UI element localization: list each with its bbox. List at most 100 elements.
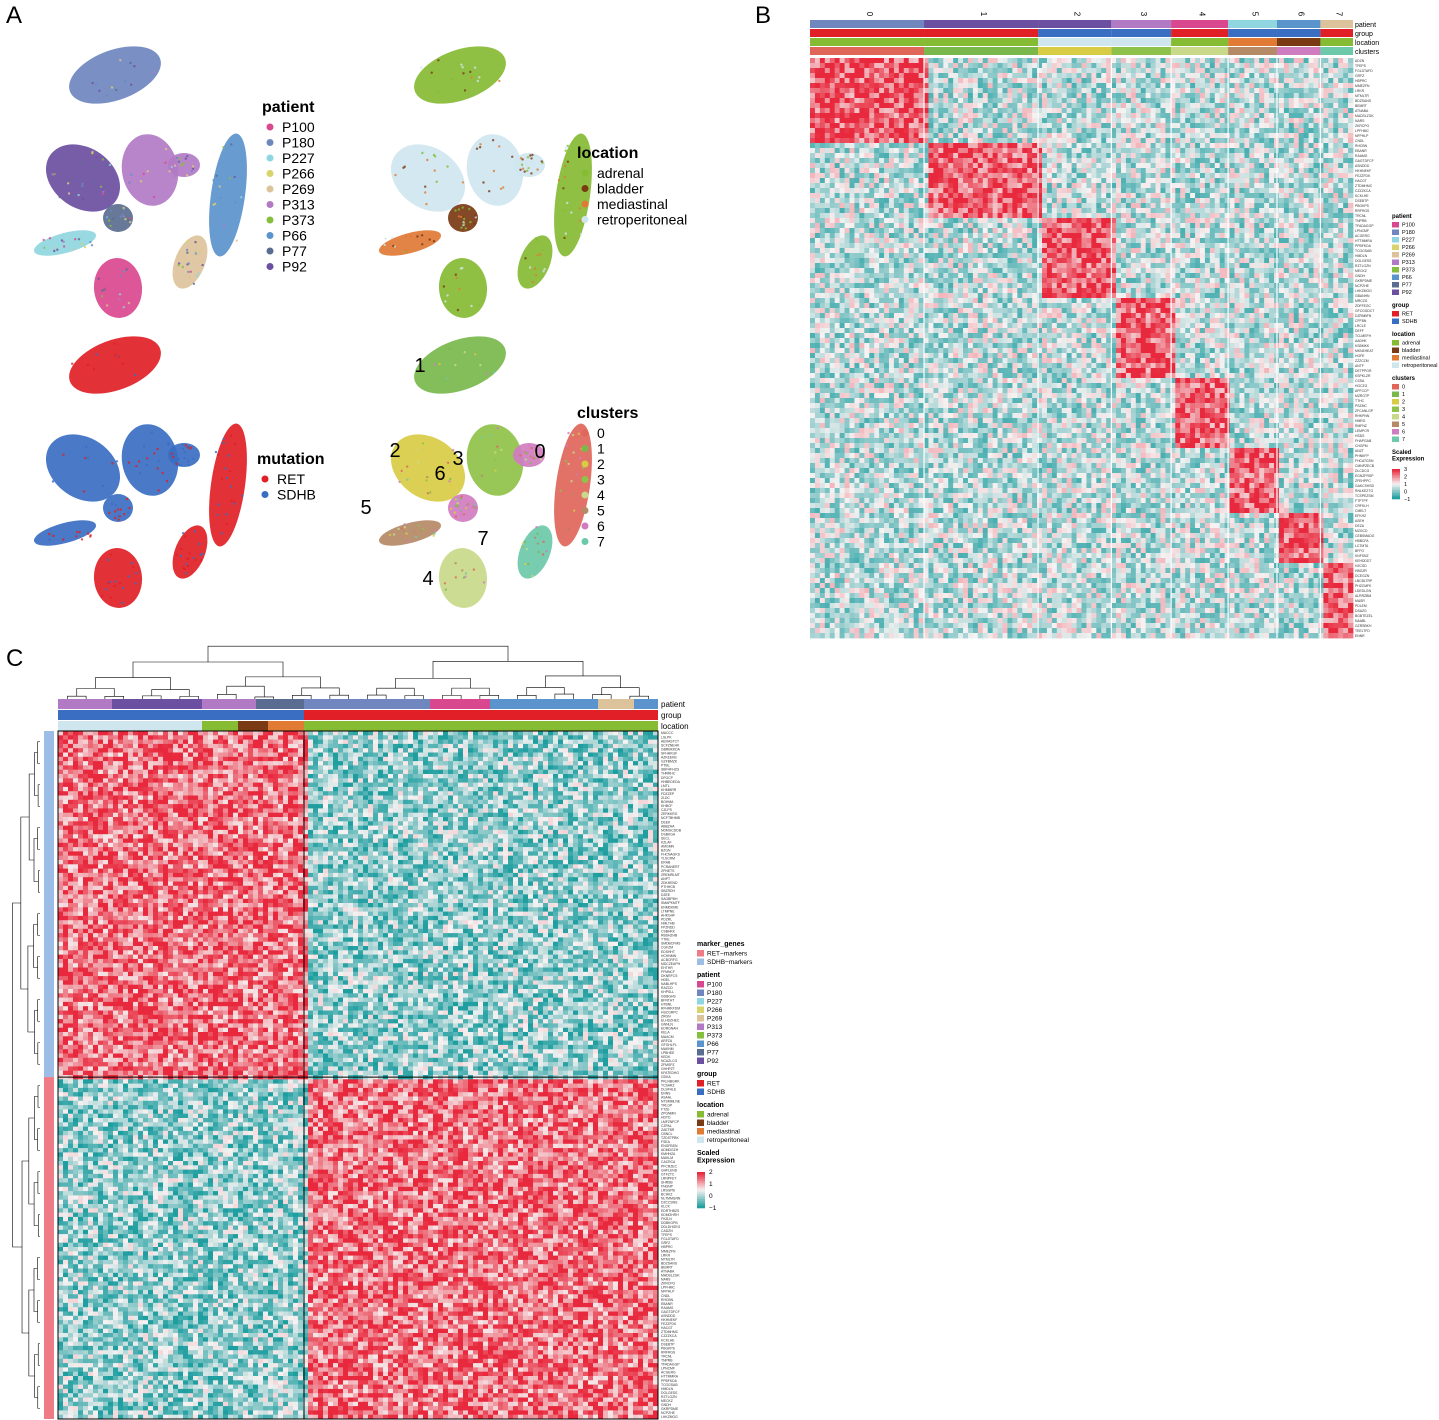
heatmap-b-cell (1165, 78, 1171, 84)
heatmap-b-cell (1160, 128, 1166, 134)
heatmap-b-cell (1027, 168, 1033, 174)
heatmap-b-cell (1081, 243, 1087, 249)
heatmap-b-cell (982, 83, 989, 89)
heatmap-b-cell (1150, 203, 1156, 209)
heatmap-b-cell (972, 178, 979, 184)
heatmap-b-cell (933, 243, 939, 249)
umap-cell-point (477, 303, 480, 307)
umap-cell-point (567, 528, 570, 531)
heatmap-b-cell (864, 238, 870, 244)
heatmap-b-cell (933, 83, 939, 89)
heatmap-b-cell (1155, 188, 1161, 194)
heatmap-b-cell (1219, 198, 1226, 204)
heatmap-b-cell (1002, 243, 1008, 249)
umap-cell-point (110, 86, 114, 89)
heatmap-b-cell (898, 98, 905, 104)
heatmap-b-cell (1081, 83, 1087, 89)
heatmap-b-cell (1027, 103, 1033, 109)
heatmap-b-cell (1190, 118, 1196, 124)
umap-cell-point (534, 274, 538, 277)
heatmap-b-cell (1214, 93, 1221, 99)
heatmap-b-cell (982, 158, 989, 164)
heatmap-b-cell (1229, 78, 1235, 84)
heatmap-b-cell (1106, 198, 1112, 204)
heatmap-b-cell (953, 123, 959, 129)
heatmap-b-cell (1116, 103, 1122, 109)
heatmap-b-cell (849, 198, 855, 204)
heatmap-b-cell (1269, 143, 1275, 149)
umap-cell-point (89, 534, 92, 537)
heatmap-b-cell (958, 188, 964, 194)
heatmap-b-cell (938, 118, 944, 124)
umap-cell-point (118, 293, 122, 296)
heatmap-b-cell (1264, 138, 1270, 144)
heatmap-b-cell (1037, 98, 1043, 104)
heatmap-b-cell (864, 243, 870, 249)
heatmap-b-cell (824, 188, 831, 194)
heatmap-b-cell (1219, 218, 1226, 224)
heatmap-b-cell (1130, 203, 1137, 209)
umap-cell-cluster (121, 134, 179, 206)
heatmap-b-cell (814, 148, 821, 154)
heatmap-b-cell (1071, 123, 1077, 129)
heatmap-b-cell (1061, 143, 1068, 149)
heatmap-b-cell (1081, 158, 1087, 164)
heatmap-b-cell (1002, 248, 1008, 254)
heatmap-b-cell (1185, 128, 1191, 134)
heatmap-b-cell (1116, 238, 1122, 244)
heatmap-b-cell (1323, 223, 1329, 229)
heatmap-b-cell (879, 188, 885, 194)
heatmap-b-cell (1046, 218, 1053, 224)
heatmap-b-cell (1209, 143, 1216, 149)
heatmap-b-cell (958, 103, 964, 109)
umap-legend-swatch (266, 139, 274, 146)
heatmap-b-cell (948, 128, 954, 134)
heatmap-b-cell (1017, 243, 1023, 249)
heatmap-b-cell (888, 233, 895, 239)
umap-cell-point (219, 196, 222, 200)
heatmap-b-cell (1091, 63, 1097, 69)
heatmap-b-cell (1175, 213, 1181, 219)
heatmap-b-cell (1012, 58, 1018, 64)
umap-cell-point (562, 187, 565, 190)
heatmap-b-cell (1303, 203, 1309, 209)
heatmap-b-cell (1199, 218, 1206, 224)
heatmap-b-cell (1111, 88, 1117, 94)
heatmap-b-cell (1012, 168, 1018, 174)
umap-cell-point (94, 181, 97, 184)
heatmap-b-cell (1037, 78, 1043, 84)
heatmap-b-cell (1338, 153, 1344, 159)
umap-cell-point (109, 553, 112, 556)
heatmap-b-cell (953, 183, 959, 189)
heatmap-b-cell (1140, 158, 1147, 164)
umap-cell-cluster (93, 548, 143, 608)
heatmap-b-cell (1348, 153, 1354, 159)
heatmap-b-cell (1130, 73, 1137, 79)
heatmap-b-cell (928, 188, 934, 194)
heatmap-b-cell (810, 143, 816, 149)
heatmap-b-cell (958, 223, 964, 229)
heatmap-b-cell (1224, 63, 1230, 69)
umap-legend-entry: 2 (597, 456, 605, 472)
heatmap-b-cell (854, 113, 860, 119)
heatmap-b-cell (958, 93, 964, 99)
heatmap-b-cell (1313, 88, 1319, 94)
heatmap-b-cell (1140, 138, 1147, 144)
heatmap-b-cell (1333, 198, 1339, 204)
heatmap-b-cell (1303, 93, 1309, 99)
heatmap-b-cell (1125, 213, 1132, 219)
heatmap-b-cell (1027, 88, 1033, 94)
heatmap-b-cell (913, 98, 919, 104)
heatmap-b-cell (1259, 183, 1265, 189)
heatmap-b-cell (1239, 178, 1245, 184)
heatmap-b-cell (819, 173, 826, 179)
heatmap-b-cell (958, 248, 964, 254)
heatmap-b-cell (992, 163, 998, 169)
heatmap-b-cell (1135, 88, 1142, 94)
heatmap-b-cell (1278, 98, 1285, 104)
heatmap-b-cell (869, 248, 875, 254)
heatmap-b-cell (948, 78, 954, 84)
heatmap-b-cell (1042, 163, 1048, 169)
heatmap-b-cell (1042, 238, 1048, 244)
